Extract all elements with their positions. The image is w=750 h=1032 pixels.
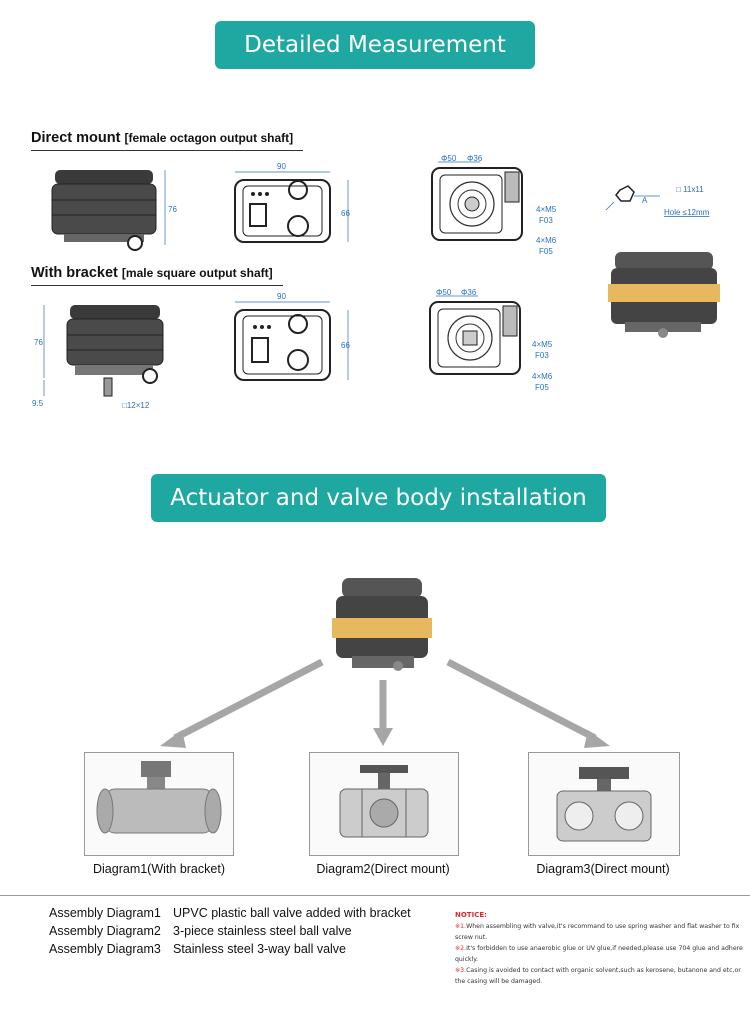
notice-mark: ※2. — [455, 945, 467, 952]
diagram1-box — [84, 752, 234, 856]
direct-bottom-f03: F03 — [539, 216, 553, 225]
notice-title: NOTICE: — [455, 911, 487, 919]
direct-front-width: 90 — [277, 162, 286, 171]
direct-side-view: 76 — [51, 170, 177, 251]
installation-banner: Actuator and valve body installation — [151, 474, 606, 522]
assembly-row: Assembly Diagram1 UPVC plastic ball valve… — [49, 904, 411, 922]
bracket-bottom-m6: 4×M6 — [532, 372, 553, 381]
bracket-front-view: 90 66 — [234, 292, 350, 381]
bracket-square: □12×12 — [122, 401, 150, 410]
divider — [0, 895, 750, 896]
notice-mark: ※1. — [455, 923, 467, 930]
bracket-bottom-view: Φ50 Φ36 4×M5 F03 4×M6 F05 — [429, 288, 553, 392]
direct-bottom-d36: Φ36 — [467, 154, 483, 163]
direct-bottom-m5: 4×M5 — [536, 205, 557, 214]
install-arrows — [160, 658, 610, 748]
assembly-list: Assembly Diagram1 UPVC plastic ball valve… — [49, 904, 411, 958]
bracket-bottom-m5: 4×M5 — [532, 340, 553, 349]
technical-drawings: 76 90 66 Φ50 Φ36 4×M5 F03 4×M6 F05 □ 11x… — [32, 154, 720, 410]
direct-bottom-d50: Φ50 — [441, 154, 457, 163]
notice-text: Casing is avoided to contact with organi… — [455, 967, 741, 985]
assembly-name: Assembly Diagram1 — [49, 906, 161, 920]
diagram3-box — [528, 752, 680, 856]
bracket-shaft-height: 9.5 — [32, 399, 44, 408]
with-bracket-subtitle: [male square output shaft] — [121, 266, 273, 280]
direct-mount-label: Direct mount — [31, 130, 121, 146]
bracket-bottom-f03: F03 — [535, 351, 549, 360]
three-piece-valve-icon — [339, 765, 429, 838]
assembly-row: Assembly Diagram2 3-piece stainless steel… — [49, 922, 411, 940]
bracket-front-depth: 66 — [341, 341, 350, 350]
notice-text: When assembling with valve,it's recomman… — [455, 923, 740, 941]
assembly-name: Assembly Diagram3 — [49, 942, 161, 956]
bracket-bottom-d36: Φ36 — [461, 288, 477, 297]
notice-text: It's forbidden to use anaerobic glue or … — [455, 945, 743, 963]
notice-item: ※2.It's forbidden to use anaerobic glue … — [455, 943, 745, 965]
diagram3-caption: Diagram3(Direct mount) — [536, 862, 670, 876]
measurement-banner: Detailed Measurement — [215, 21, 535, 69]
actuator-photo-small — [608, 252, 720, 338]
direct-side-height: 76 — [168, 205, 177, 214]
bracket-bottom-d50: Φ50 — [436, 288, 452, 297]
direct-mount-heading: Direct mount [female octagon output shaf… — [31, 130, 304, 151]
direct-front-view: 90 66 — [234, 162, 350, 243]
shaft-hole: Hole ≤12mm — [664, 208, 710, 217]
bracket-front-width: 90 — [277, 292, 286, 301]
shaft-size: □ 11x11 — [676, 185, 704, 194]
with-bracket-label: With bracket — [31, 265, 118, 281]
assembly-name: Assembly Diagram2 — [49, 924, 161, 938]
assembly-row: Assembly Diagram3 Stainless steel 3-way b… — [49, 940, 411, 958]
assembly-desc: 3-piece stainless steel ball valve — [173, 924, 352, 938]
shaft-a-label: A — [642, 196, 648, 205]
direct-bottom-f05: F05 — [539, 247, 553, 256]
notice-block: NOTICE: ※1.When assembling with valve,it… — [455, 910, 745, 987]
with-bracket-heading: With bracket [male square output shaft] — [31, 265, 283, 286]
notice-item: ※1.When assembling with valve,it's recom… — [455, 921, 745, 943]
assembly-desc: Stainless steel 3-way ball valve — [173, 942, 346, 956]
bracket-side-view: 76 9.5 □12×12 — [32, 305, 164, 410]
shaft-detail: □ 11x11 A Hole ≤12mm — [605, 185, 710, 217]
assembly-desc: UPVC plastic ball valve added with brack… — [173, 906, 411, 920]
diagram2-box — [309, 752, 459, 856]
direct-front-depth: 66 — [341, 209, 350, 218]
upvc-valve-icon — [96, 761, 222, 834]
bracket-side-height: 76 — [34, 338, 43, 347]
diagram1-caption: Diagram1(With bracket) — [93, 862, 225, 876]
bracket-bottom-f05: F05 — [535, 383, 549, 392]
installation-illustration — [160, 578, 610, 748]
notice-item: ※3.Casing is avoided to contact with org… — [455, 965, 745, 987]
direct-mount-subtitle: [female octagon output shaft] — [124, 131, 294, 145]
direct-bottom-m6: 4×M6 — [536, 236, 557, 245]
diagram2-caption: Diagram2(Direct mount) — [316, 862, 450, 876]
actuator-photo-large — [332, 578, 432, 671]
three-way-valve-icon — [556, 767, 652, 842]
direct-bottom-view: Φ50 Φ36 4×M5 F03 4×M6 F05 — [431, 154, 557, 256]
notice-mark: ※3. — [455, 967, 467, 974]
